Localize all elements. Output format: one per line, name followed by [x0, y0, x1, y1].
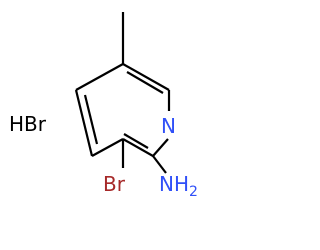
bond-c4-c5	[74, 89, 94, 157]
bond-c3-c4	[91, 138, 124, 157]
substituent-bonds	[121, 12, 167, 174]
bromine-label: Br	[103, 172, 126, 196]
bond-c2-nh2	[152, 155, 167, 174]
bond-n1-c2	[152, 138, 169, 157]
hbr-label: HBr	[9, 112, 47, 136]
amine-label: NH2	[159, 172, 198, 200]
bond-c5-c6	[122, 63, 170, 91]
amine-label-main: NH	[159, 172, 189, 196]
amine-subscript: 2	[189, 184, 198, 200]
nitrogen-label: N	[161, 114, 176, 138]
bond-c2-c3-inner	[123, 133, 149, 149]
chemical-structure: HBr N Br NH2	[9, 12, 198, 200]
bond-c4-c5-inner	[83, 94, 99, 145]
bond-c2-c3	[122, 138, 154, 157]
bond-c5-c6-inner	[126, 71, 164, 94]
ring-bonds	[74, 63, 171, 157]
bond-c5-c4a	[75, 63, 124, 91]
